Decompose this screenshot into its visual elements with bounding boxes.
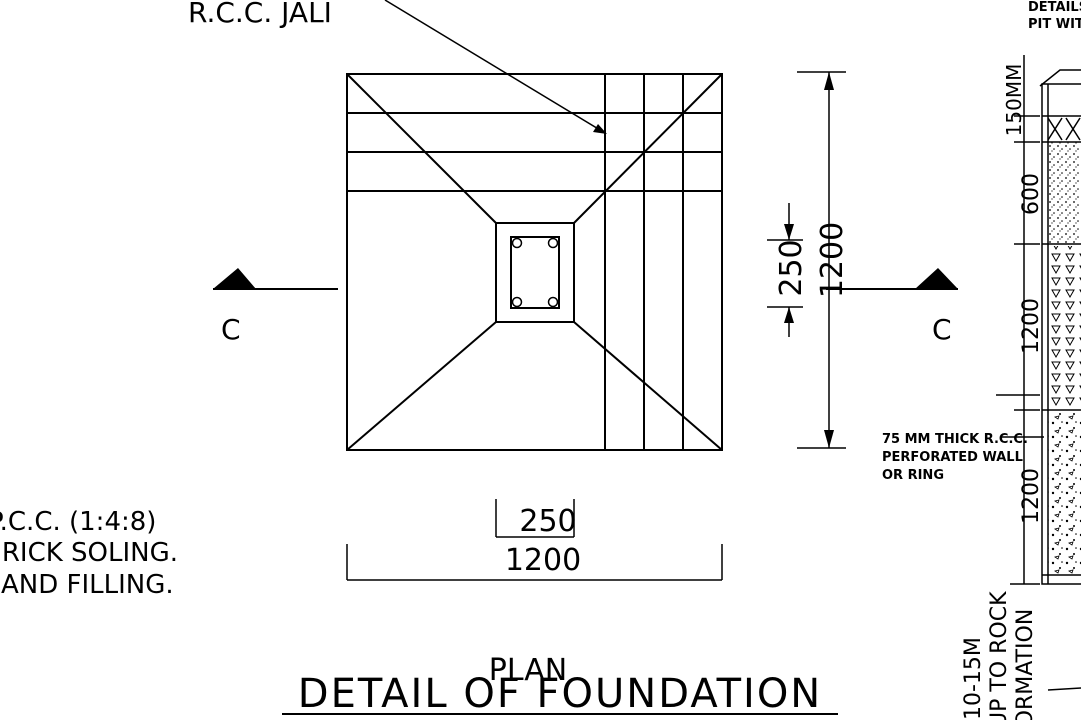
rebar-2 — [547, 237, 559, 249]
legend-brick: BRICK SOLING. — [0, 538, 178, 568]
dim-pier-height-text: 250 — [774, 239, 809, 296]
depth-note: 10-15M UP TO ROCK FORMATION — [961, 591, 1081, 720]
diagonal-bl — [346, 321, 497, 451]
depth-note-1: 10-15M — [961, 637, 986, 720]
wall-note-1: 75 MM THICK R.C.C. — [882, 432, 1028, 447]
pit-section — [1039, 69, 1081, 585]
rebar-4 — [547, 296, 559, 308]
rebar-3 — [511, 296, 523, 308]
drawing-title: DETAIL OF FOUNDATION — [298, 671, 822, 717]
foundation-plan — [346, 73, 723, 451]
dim-pier-width: 250 — [495, 499, 577, 539]
wall-note-3: OR RING — [882, 468, 944, 483]
dim-pier-width-text: 250 — [519, 504, 576, 539]
wall-note: 75 MM THICK R.C.C. PERFORATED WALL OR RI… — [882, 432, 1044, 483]
legend-pcc: P.C.C. (1:4:8) — [0, 507, 156, 537]
section-marker-left: C — [213, 268, 338, 346]
diagonal-tr — [573, 73, 723, 224]
sec-dim-1200a: 1200 — [1019, 298, 1044, 354]
dim-overall-width-text: 1200 — [505, 543, 581, 578]
dim-pier-height: 250 — [767, 203, 809, 337]
depth-note-2: UP TO ROCK — [987, 591, 1012, 720]
jali-label: R.C.C. JALI — [188, 0, 332, 29]
diagonal-tl — [346, 73, 497, 224]
diagonal-br — [573, 321, 723, 451]
pier-outer — [495, 222, 575, 323]
sec-dim-150: 150MM — [1002, 64, 1026, 137]
sec-dim-1200b: 1200 — [1019, 468, 1044, 524]
jali-leader-line — [384, 0, 606, 134]
plan-outline — [346, 73, 723, 451]
sec-dim-600: 600 — [1019, 173, 1044, 215]
dim-overall-height-text: 1200 — [815, 222, 850, 298]
section-label-right: C — [932, 313, 952, 346]
dim-overall-width: 1200 — [346, 543, 723, 581]
plan-label: PLAN — [489, 653, 567, 688]
legend-sand: SAND FILLING. — [0, 570, 174, 600]
pier-inner — [510, 236, 560, 309]
section-label-left: C — [221, 313, 241, 346]
details-note-1: DETAILS — [1028, 0, 1081, 15]
details-note-2: PIT WITH — [1028, 17, 1081, 32]
dim-overall-height: 1200 — [797, 71, 850, 449]
depth-note-3: FORMATION — [1013, 609, 1038, 720]
rebar-1 — [511, 237, 523, 249]
wall-note-2: PERFORATED WALL — [882, 450, 1023, 465]
jali-leader-arrow — [593, 124, 607, 134]
section-marker-right: C — [826, 268, 958, 346]
section-dimension-line: 150MM 600 1200 1200 — [996, 55, 1044, 585]
